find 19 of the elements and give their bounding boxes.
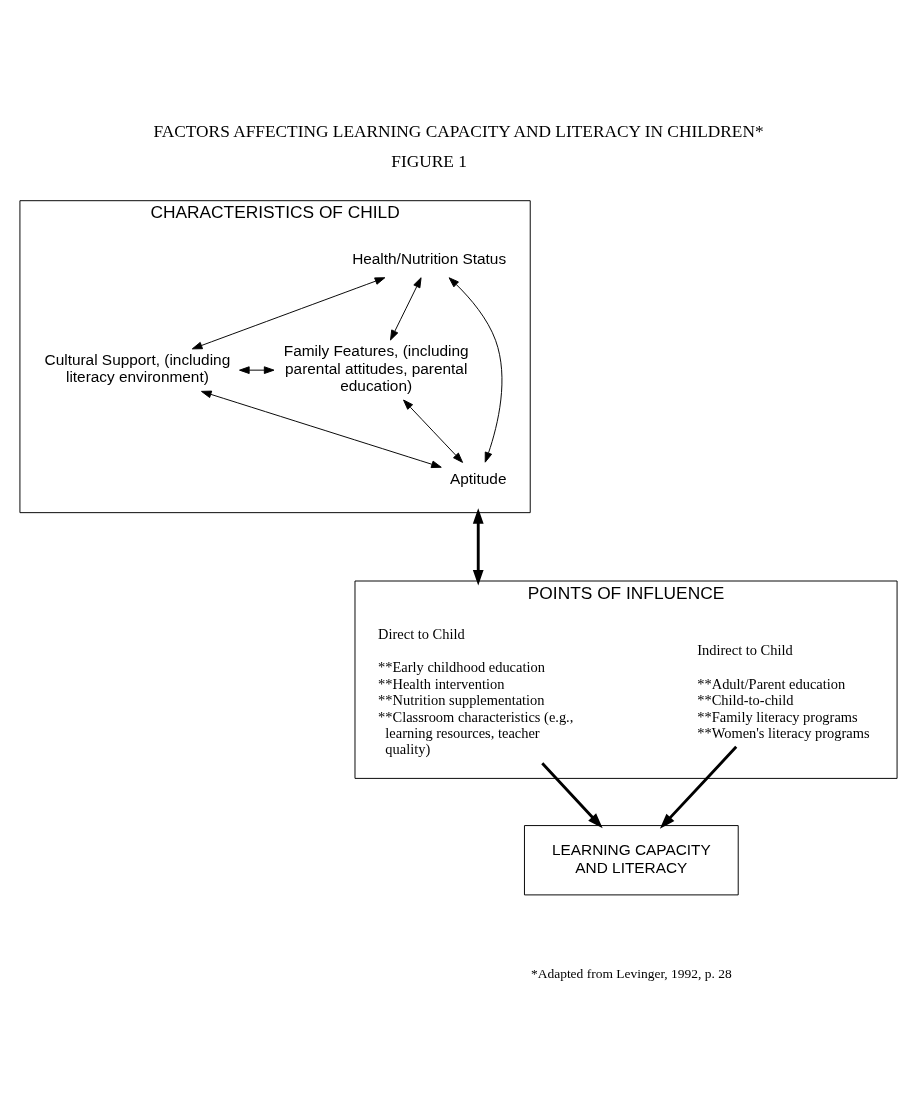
node-box: LEARNING CAPACITY AND LITERACY bbox=[523, 824, 739, 895]
arrow bbox=[448, 276, 503, 463]
caption: *Adapted from Levinger, 1992, p. 28 bbox=[530, 965, 732, 981]
arrow bbox=[191, 276, 386, 349]
arrow bbox=[201, 390, 442, 468]
label: FIGURE 1 bbox=[391, 151, 467, 171]
node-text: Cultural Support, (including literacy environment) bbox=[44, 350, 231, 385]
arrow bbox=[541, 761, 603, 828]
arrow bbox=[403, 399, 464, 463]
node-text: Health/Nutrition Status bbox=[352, 249, 507, 267]
diagram-title: FACTORS AFFECTING LEARNING CAPACITY AND LITERACY IN CHILDREN* bbox=[153, 121, 764, 141]
arrow bbox=[390, 276, 422, 341]
arrow bbox=[659, 745, 738, 829]
node-text: Direct to Child **Early childhood education **Health intervention **Nutrition supplementation **Classroom characteristics (e.g., learning resources, teacher quality) bbox=[378, 625, 574, 757]
arrow bbox=[239, 365, 275, 374]
arrow bbox=[472, 507, 484, 585]
node-text: Aptitude bbox=[450, 469, 507, 487]
node-text: Family Features, (including parental attitudes, parental education) bbox=[283, 341, 469, 394]
node-text: Indirect to Child **Adult/Parent education **Child-to-child **Family literacy programs **Women's literacy programs bbox=[697, 641, 870, 741]
